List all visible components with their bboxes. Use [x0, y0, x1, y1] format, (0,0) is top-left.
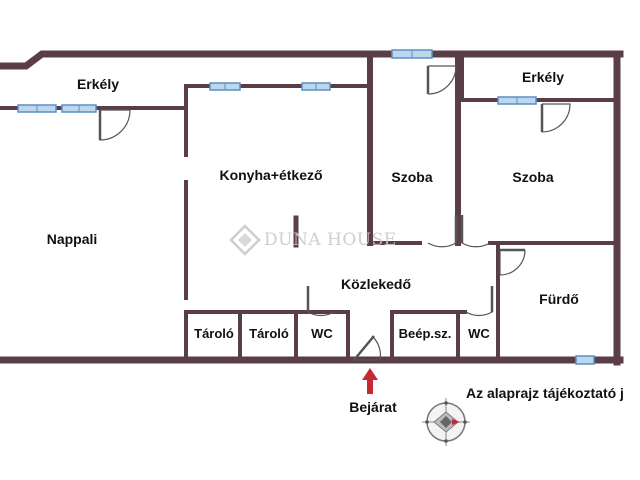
- window-konyha-1: [209, 82, 241, 91]
- door-beepsz: [465, 286, 494, 317]
- duna-house-logo-icon: [229, 224, 261, 256]
- window-top-szoba1: [391, 49, 433, 59]
- door-erkely-left: [98, 109, 131, 141]
- door-szoba1-top: [426, 65, 457, 95]
- room-label-nappali: Nappali: [47, 231, 98, 247]
- walls: [0, 50, 624, 366]
- watermark-text: DUNA HOUSE: [264, 230, 397, 250]
- disclaimer-text: Az alaprajz tájékoztató j: [466, 385, 624, 401]
- room-label-tarolo-1: Tároló: [194, 326, 234, 341]
- window-konyha-2: [301, 82, 331, 91]
- watermark: DUNA HOUSE: [229, 224, 397, 256]
- room-label-erkely-right: Erkély: [522, 69, 564, 85]
- door-entrance: [353, 335, 382, 361]
- window-erkely-right-1: [497, 96, 537, 105]
- room-label-wc-2: WC: [468, 326, 490, 341]
- room-label-kozlekedo: Közlekedő: [341, 276, 411, 292]
- windows: [17, 49, 595, 365]
- room-label-erkely-left: Erkély: [77, 76, 119, 92]
- room-label-tarolo-2: Tároló: [249, 326, 289, 341]
- door-szoba1-bottom: [427, 215, 458, 248]
- room-label-konyha: Konyha+étkező: [219, 167, 322, 183]
- room-label-szoba-1: Szoba: [391, 169, 432, 185]
- room-label-wc-1: WC: [311, 326, 333, 341]
- room-label-furdo: Fürdő: [539, 291, 579, 307]
- door-furdo: [499, 248, 526, 276]
- doors: [98, 65, 571, 361]
- room-label-beepsz: Beép.sz.: [399, 326, 452, 341]
- door-szoba2-bottom: [460, 215, 491, 248]
- entrance-label: Bejárat: [349, 399, 397, 415]
- window-erkely-left-1: [17, 104, 57, 113]
- outer-wall-top: [0, 50, 624, 70]
- window-furdo: [575, 355, 595, 365]
- room-label-szoba-2: Szoba: [512, 169, 553, 185]
- door-erkely-right: [540, 103, 571, 133]
- compass-icon: [422, 398, 470, 446]
- entrance-arrow-icon: [362, 368, 378, 394]
- door-wc1: [306, 286, 335, 317]
- window-erkely-left-2: [61, 104, 97, 113]
